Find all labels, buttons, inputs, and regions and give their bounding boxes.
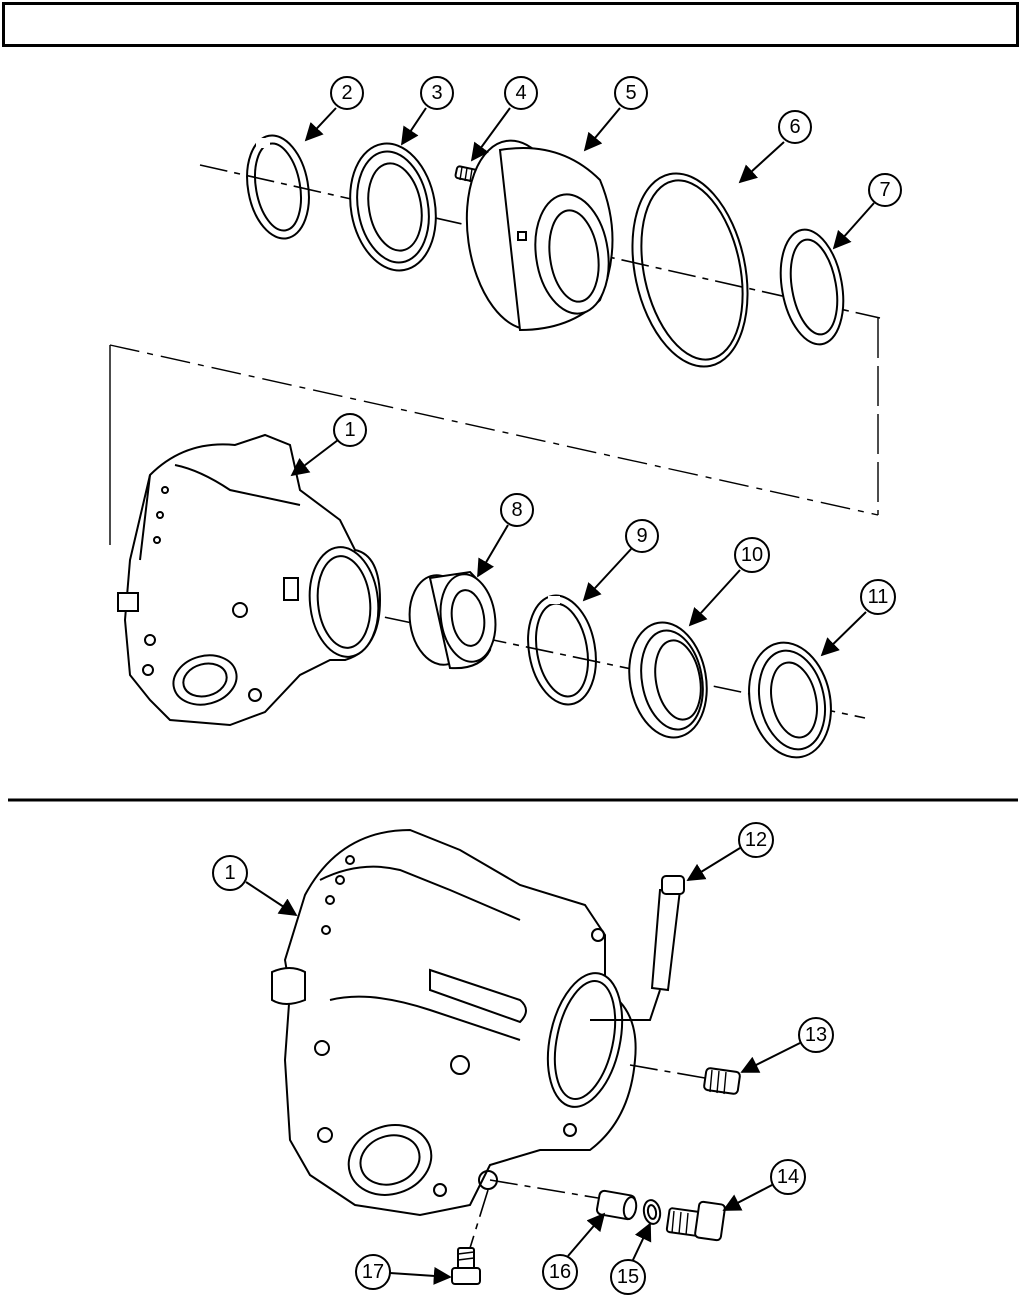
callout-number: 1	[224, 862, 235, 884]
callout-number: 16	[549, 1261, 571, 1283]
callout-number: 17	[362, 1261, 384, 1283]
callout-13: 13	[742, 1018, 833, 1072]
callout-5: 5	[585, 77, 647, 150]
axis-line-16	[490, 1180, 598, 1198]
callout-9: 9	[584, 520, 658, 600]
callout-number: 2	[341, 82, 352, 104]
callout-17: 17	[356, 1255, 450, 1289]
callout-number: 12	[745, 829, 767, 851]
o-ring-part-6	[616, 163, 764, 378]
callout-14: 14	[724, 1160, 805, 1210]
bearing-part-8	[404, 571, 501, 669]
callout-10: 10	[690, 538, 769, 625]
callout-2: 2	[306, 77, 363, 140]
callout-number: 7	[879, 179, 890, 201]
callout-1-top: 1	[292, 414, 366, 475]
callout-number: 11	[868, 586, 889, 608]
callout-number: 13	[805, 1024, 827, 1046]
callout-number: 4	[515, 82, 526, 104]
screw-part-17	[452, 1248, 480, 1284]
plug-part-13	[704, 1068, 741, 1095]
retainer-part-5	[455, 134, 616, 337]
callout-number: 3	[431, 82, 442, 104]
callout-number: 14	[777, 1166, 799, 1188]
callout-1-bottom: 1	[213, 856, 296, 915]
bolt-part-14	[666, 1201, 725, 1240]
callout-number: 6	[789, 116, 800, 138]
axis-line-13	[630, 1065, 705, 1078]
callout-6: 6	[740, 111, 811, 182]
housing-part-1-bottom	[272, 830, 636, 1215]
callout-number: 8	[511, 499, 522, 521]
top-exploded-view	[110, 131, 880, 765]
seal-part-3	[341, 137, 446, 278]
bottom-view	[272, 830, 740, 1284]
housing-part-1-top	[118, 435, 384, 725]
callout-3: 3	[402, 77, 453, 144]
callout-number: 9	[636, 525, 647, 547]
callout-11: 11	[822, 580, 895, 655]
callout-number: 5	[625, 82, 636, 104]
snap-ring-part-9	[520, 590, 604, 710]
seal-part-10	[621, 616, 716, 743]
washer-part-11	[739, 635, 841, 765]
callout-8: 8	[478, 494, 533, 576]
snap-ring-part-2	[239, 131, 316, 244]
callout-16: 16	[543, 1214, 604, 1289]
seal-part-7	[772, 225, 851, 350]
callout-number: 1	[344, 419, 355, 441]
callout-12: 12	[688, 823, 773, 880]
callout-7: 7	[834, 174, 901, 248]
washer-part-15	[642, 1199, 662, 1225]
callout-number: 15	[617, 1266, 639, 1288]
callout-15: 15	[611, 1224, 650, 1294]
callout-number: 10	[741, 544, 763, 566]
